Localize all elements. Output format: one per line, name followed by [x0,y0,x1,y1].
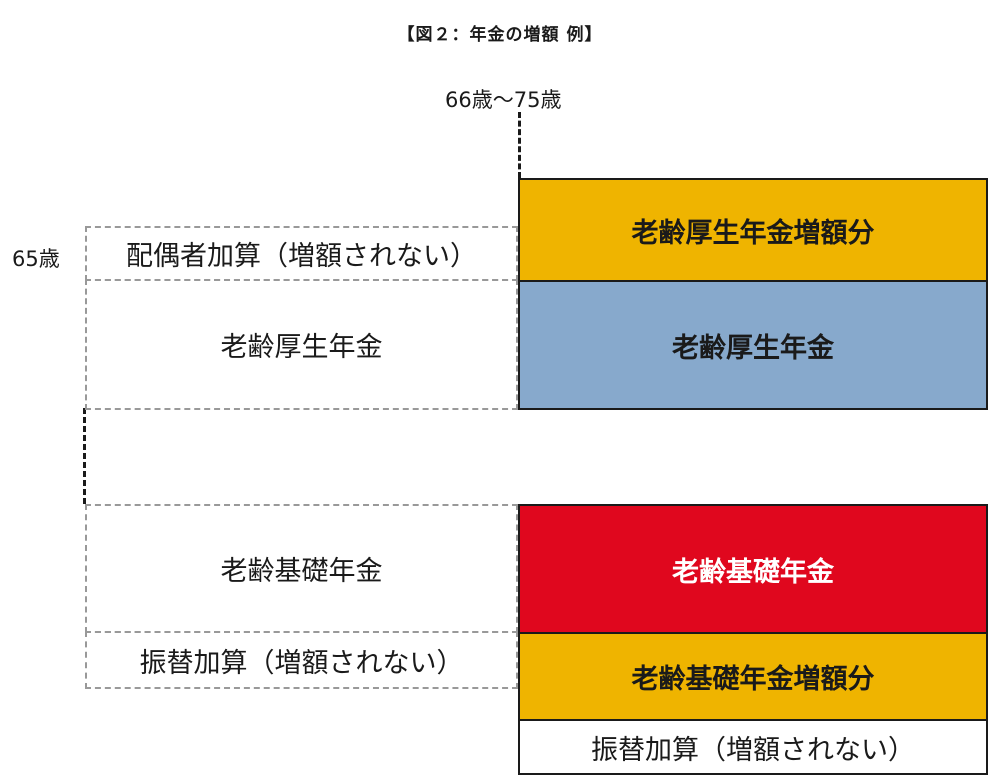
right-basic-pension-box: 老齢基礎年金 [518,504,988,634]
right-employees-increase-label: 老齢厚生年金増額分 [631,217,875,249]
timeline-connector-66-75 [518,112,521,178]
left-employees-pension-box: 老齢厚生年金 [85,279,518,410]
left-transfer-addition-box: 振替加算（増額されない） [85,631,518,689]
left-spouse-addition-box: 配偶者加算（増額されない） [85,226,518,281]
right-employees-pension-label: 老齢厚生年金 [672,332,834,364]
left-employees-pension-label: 老齢厚生年金 [220,332,383,363]
timeline-connector-65 [83,408,86,504]
right-transfer-addition-label: 振替加算（増額されない） [591,734,915,766]
right-basic-pension-label: 老齢基礎年金 [672,556,834,588]
right-employees-increase-box: 老齢厚生年金増額分 [518,178,988,282]
left-spouse-addition-label: 配偶者加算（増額されない） [126,241,477,272]
diagram-title: 【図２：年金の増額 例】 [397,25,603,45]
right-employees-pension-box: 老齢厚生年金 [518,280,988,410]
left-transfer-addition-label: 振替加算（増額されない） [139,647,464,679]
right-basic-increase-label: 老齢基礎年金増額分 [631,664,875,695]
right-transfer-addition-box: 振替加算（増額されない） [518,719,988,775]
left-basic-pension-label: 老齢基礎年金 [220,556,383,587]
left-basic-pension-box: 老齢基礎年金 [85,504,518,633]
age-66-75-label: 66歳〜75歳 [445,88,562,112]
right-basic-increase-box: 老齢基礎年金増額分 [518,632,988,721]
age-65-label: 65歳 [12,247,60,271]
